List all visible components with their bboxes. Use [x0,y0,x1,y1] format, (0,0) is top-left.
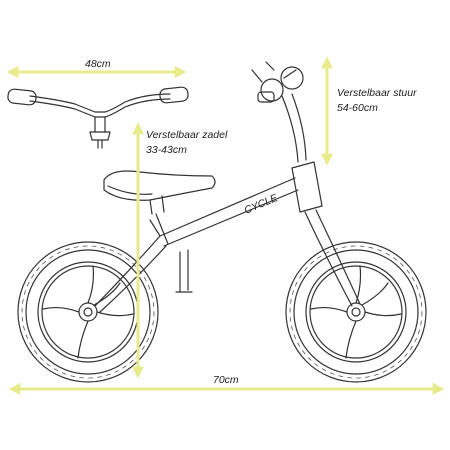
rear-stay [94,235,167,313]
front-wheel [285,241,427,383]
handlebar-height-range: 54-60cm [337,102,378,114]
right-grip-icon [159,86,189,104]
top-tube [159,177,299,247]
saddle-height-title: Verstelbaar zadel [146,129,228,141]
handlebar-detail [7,86,189,149]
handlebar-height-title: Verstelbaar stuur [337,87,417,99]
saddle-height-range: 33-43cm [146,144,187,156]
seat-tube [149,213,169,245]
handlebar-width-label: 48cm [85,58,111,70]
bike-handlebar [251,61,304,103]
frame-logo: CYCLE [242,192,280,217]
saddle [103,170,216,215]
head-tube [291,161,323,213]
total-length-label: 70cm [213,374,239,386]
front-fork [304,209,361,307]
steerer [281,93,307,163]
footrest [179,249,189,293]
left-grip-icon [7,88,37,106]
